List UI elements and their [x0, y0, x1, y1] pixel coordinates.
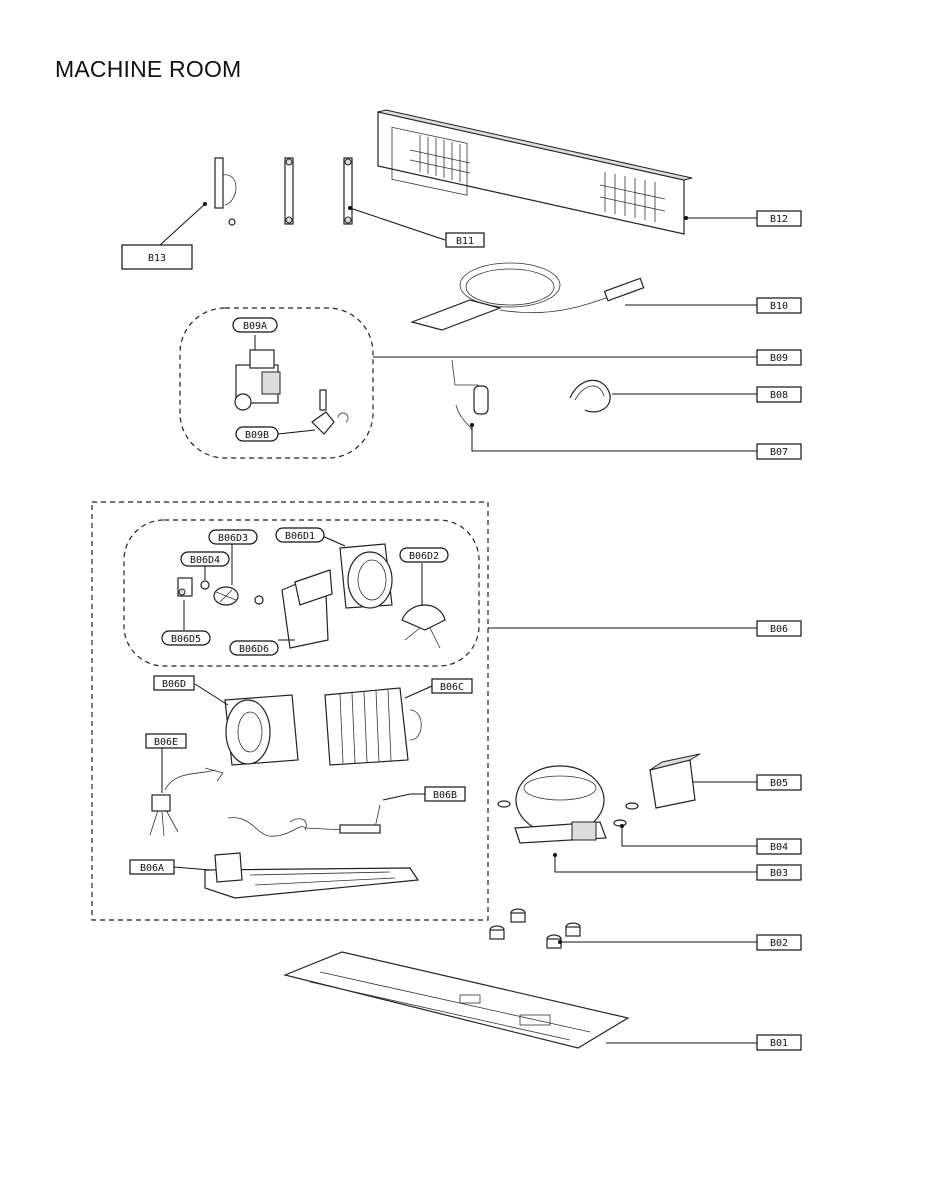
part-b06d4-washer: [200, 580, 210, 590]
svg-text:B06D2: B06D2: [409, 551, 439, 562]
group-b09-outline: [179, 307, 374, 459]
label-b02: B02: [756, 934, 802, 951]
svg-text:B05: B05: [770, 778, 788, 789]
group-b06-outline: [91, 501, 489, 921]
part-b12-panel: [377, 109, 693, 235]
svg-text:B09B: B09B: [245, 430, 269, 441]
svg-text:B06A: B06A: [140, 863, 164, 874]
svg-text:B06E: B06E: [154, 737, 178, 748]
label-b01: B01: [756, 1034, 802, 1051]
svg-text:B06D4: B06D4: [190, 555, 220, 566]
svg-text:B01: B01: [770, 1038, 788, 1049]
part-b06d6-shroud: [281, 569, 333, 649]
part-b06d3-fan-blade: [213, 586, 264, 606]
svg-text:B08: B08: [770, 390, 788, 401]
svg-text:B06D1: B06D1: [285, 531, 315, 542]
svg-text:B06: B06: [770, 624, 788, 635]
part-b13-fitting: [203, 157, 237, 226]
part-b11-tubes: [284, 157, 353, 225]
part-b06e-harness: [149, 767, 224, 837]
part-b06b-pipe: [227, 804, 381, 837]
svg-text:B12: B12: [770, 214, 788, 225]
svg-text:B09: B09: [770, 353, 788, 364]
svg-text:B04: B04: [770, 842, 788, 853]
svg-text:B06D5: B06D5: [171, 634, 201, 645]
label-b11: B11: [445, 232, 485, 248]
part-b07-sensor: [451, 359, 489, 431]
part-b09a-valve: [234, 349, 281, 411]
part-b06d1-housing: [339, 543, 393, 609]
part-b08-bracket: [569, 379, 611, 413]
label-b06d3: B06D3: [208, 529, 258, 545]
label-b03: B03: [756, 864, 802, 881]
label-b06d4: B06D4: [180, 551, 230, 567]
part-b10-cord: [410, 262, 645, 331]
label-b13: B13: [121, 244, 193, 270]
part-b06d-fan-housing: [224, 694, 299, 766]
svg-text:B07: B07: [770, 447, 788, 458]
svg-text:B06B: B06B: [433, 790, 457, 801]
svg-text:B02: B02: [770, 938, 788, 949]
label-b06d1: B06D1: [275, 527, 325, 543]
label-b06d5: B06D5: [161, 630, 211, 646]
part-b06d5-connector: [177, 577, 193, 597]
part-b04-grommets: [497, 800, 639, 827]
part-b05-relay: [649, 753, 701, 809]
part-b06c-evaporator: [324, 687, 422, 766]
svg-text:B11: B11: [456, 236, 474, 247]
svg-text:B06D6: B06D6: [239, 644, 269, 655]
label-b09: B09: [756, 349, 802, 366]
label-b06e: B06E: [145, 733, 187, 749]
label-b05: B05: [756, 774, 802, 791]
part-b01-base-plate: [283, 951, 630, 1049]
label-b06d2: B06D2: [399, 547, 449, 563]
label-b06b: B06B: [424, 786, 466, 802]
label-b04: B04: [756, 838, 802, 855]
svg-text:B06D: B06D: [162, 679, 186, 690]
part-b06a-base: [204, 852, 420, 899]
label-b07: B07: [756, 443, 802, 460]
label-b06c: B06C: [431, 678, 473, 694]
part-b06d2-fan: [401, 604, 446, 649]
page-title: MACHINE ROOM: [55, 56, 242, 82]
svg-text:B03: B03: [770, 868, 788, 879]
svg-text:B06D3: B06D3: [218, 533, 248, 544]
label-b06d: B06D: [153, 675, 195, 691]
label-b12: B12: [756, 210, 802, 227]
part-b02-feet: [489, 908, 581, 949]
part-b03-compressor: [514, 765, 607, 844]
label-b08: B08: [756, 386, 802, 403]
svg-text:B06C: B06C: [440, 682, 464, 693]
svg-text:B13: B13: [148, 253, 166, 264]
svg-text:B10: B10: [770, 301, 788, 312]
part-b09b-clip: [311, 389, 349, 435]
label-b06a: B06A: [129, 859, 175, 875]
label-b09a: B09A: [232, 317, 278, 333]
label-b09b: B09B: [235, 426, 279, 442]
label-b06: B06: [756, 620, 802, 637]
label-b06d6: B06D6: [229, 640, 279, 656]
label-b10: B10: [756, 297, 802, 314]
svg-text:B09A: B09A: [243, 321, 267, 332]
